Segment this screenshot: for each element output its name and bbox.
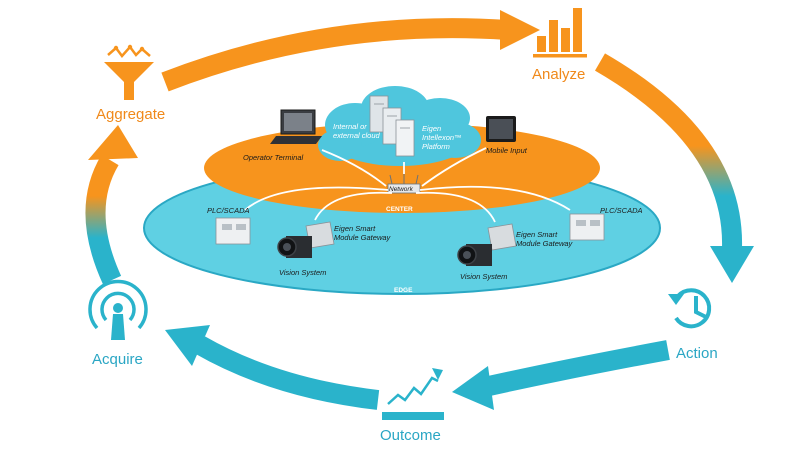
center-ellipse [204,123,600,213]
stage-label-analyze: Analyze [532,66,586,83]
arrow-head-acquire [165,325,210,366]
plc-left-label: PLC/SCADA [207,206,250,215]
vision-right-label: Vision System [460,272,508,281]
vision-left-label: Vision System [279,268,327,277]
plc-left-icon [215,217,251,245]
plc-right-icon [569,213,605,241]
trend-line-icon [382,368,444,420]
clock-icon [668,288,712,329]
arrow-head-analyze [500,10,540,50]
plc-right-label: PLC/SCADA [600,206,643,215]
arrow-head-aggregate [88,125,138,160]
stage-label-acquire: Acquire [92,351,143,368]
network-label: Network [389,186,413,193]
gateway-right-icon [487,223,517,251]
platform-label: Eigen Intellexon™ Platform [422,124,462,151]
bar-chart-icon [533,8,587,58]
stage-label-aggregate: Aggregate [96,106,166,123]
funnel-icon [104,44,154,100]
network-connections [244,147,571,223]
gateway-left-label: Eigen Smart Module Gateway [334,224,391,242]
gateway-right-label: Eigen Smart Module Gateway [516,230,573,248]
antenna-icon [88,279,148,340]
center-band-label: CENTER [386,206,413,213]
laptop-icon [270,109,322,144]
arrow-head-action [710,246,754,283]
arrow-aggregate-to-analyze [161,18,509,92]
stage-label-outcome: Outcome [380,427,441,444]
vision-camera-right-icon [457,244,492,266]
vision-camera-left-icon [277,236,312,258]
mobile-input-label: Mobile Input [486,146,527,155]
cloud-label: Internal or external cloud [333,122,380,140]
operator-terminal-label: Operator Terminal [243,153,304,162]
arrow-action-to-outcome [477,340,670,398]
arrow-head-outcome [452,366,494,410]
server-icon [369,95,415,157]
edge-band-label: EDGE [394,287,413,294]
arrow-analyze-to-action [594,53,743,249]
cycle-arrows [85,10,754,410]
router-icon [387,173,421,194]
arrow-acquire-to-aggregate [85,154,122,285]
arrow-outcome-to-acquire [195,336,380,410]
tablet-icon [486,116,516,142]
stage-label-action: Action [676,345,718,362]
